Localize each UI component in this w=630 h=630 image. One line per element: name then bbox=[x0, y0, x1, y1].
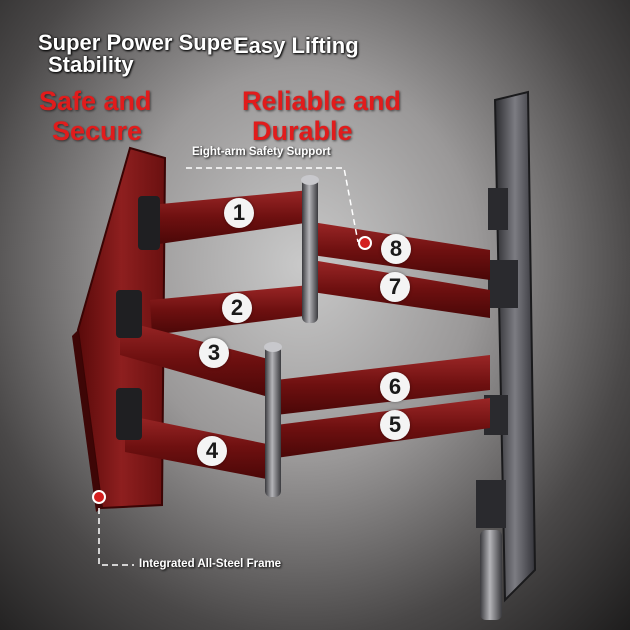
arm-number-8: 8 bbox=[381, 234, 411, 264]
callout-frame: Integrated All-Steel Frame bbox=[139, 558, 282, 570]
arm-number-4: 4 bbox=[197, 436, 227, 466]
headline-secure: Secure bbox=[52, 116, 143, 146]
headline-durable: Durable bbox=[252, 116, 353, 146]
callout-eight-arm: Eight-arm Safety Support bbox=[192, 146, 331, 158]
callout-leader-frame bbox=[92, 490, 134, 566]
headline-easy-lifting: Easy Lifting bbox=[234, 33, 359, 58]
pivot-post-upper bbox=[301, 175, 319, 323]
arm-3 bbox=[120, 320, 272, 398]
headline-safe-and: Safe and bbox=[39, 86, 152, 116]
arm-number-2: 2 bbox=[222, 293, 252, 323]
plate-hinges bbox=[116, 196, 160, 440]
headline-reliable-and: Reliable and bbox=[242, 86, 402, 116]
arm-number-5: 5 bbox=[380, 410, 410, 440]
arm-number-3: 3 bbox=[199, 338, 229, 368]
arm-number-6: 6 bbox=[380, 372, 410, 402]
callout-leader-eight-arm bbox=[186, 167, 372, 250]
headline-stability: Stability bbox=[48, 52, 134, 77]
arm-number-7: 7 bbox=[380, 272, 410, 302]
headline-super-power: Super Power Super bbox=[38, 30, 241, 55]
pivot-post-lower bbox=[264, 342, 282, 497]
arm-number-1: 1 bbox=[224, 198, 254, 228]
